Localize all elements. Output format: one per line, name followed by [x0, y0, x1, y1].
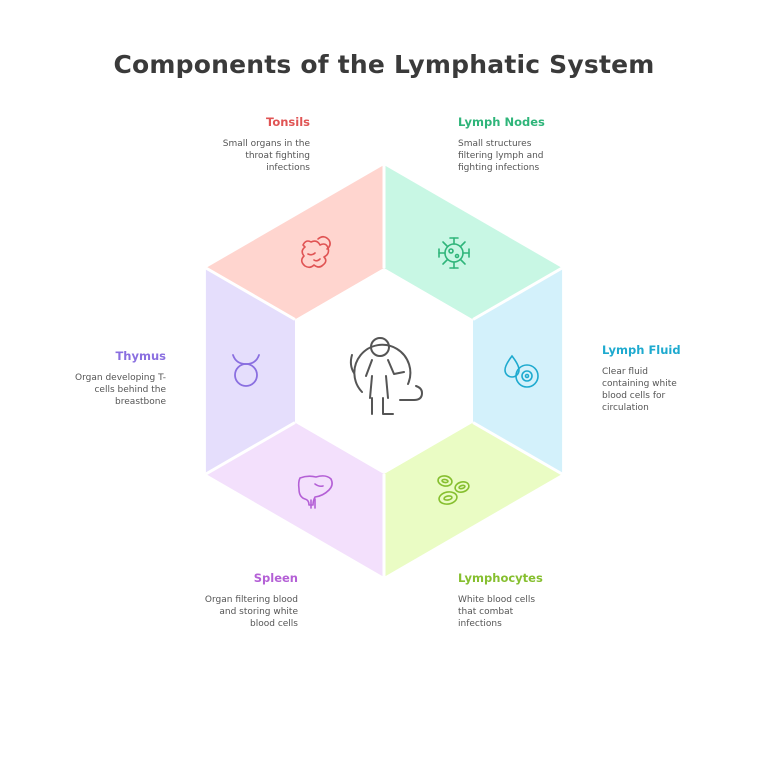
- desc-line: Clear fluid: [602, 367, 648, 377]
- desc-line: and storing white: [219, 607, 298, 617]
- thymus-description: Organ developing T- cells behind the bre…: [46, 372, 166, 408]
- segment-thymus: [205, 268, 295, 474]
- lymph-fluid-description: Clear fluid containing white blood cells…: [602, 366, 722, 414]
- desc-line: fighting infections: [458, 163, 540, 173]
- lymphocytes-title: Lymphocytes: [458, 571, 543, 585]
- segment-spleen: [205, 422, 384, 577]
- segment-tonsils: [205, 165, 384, 320]
- tonsils-title: Tonsils: [266, 115, 310, 129]
- tonsils-description: Small organs in the throat fighting infe…: [170, 138, 310, 174]
- segment-lymph-nodes: [384, 165, 563, 320]
- label-lymphocytes: Lymphocytes White blood cells that comba…: [458, 571, 598, 630]
- desc-line: cells behind the: [94, 385, 166, 395]
- desc-line: Organ filtering blood: [204, 595, 298, 605]
- desc-line: containing white: [602, 379, 677, 389]
- blood-cells-icon: [437, 475, 470, 505]
- desc-line: blood cells: [250, 619, 298, 629]
- spleen-description: Organ filtering blood and storing white …: [158, 594, 298, 630]
- thymus-title: Thymus: [115, 349, 166, 363]
- desc-line: circulation: [602, 403, 649, 413]
- lymph-nodes-description: Small structures filtering lymph and fig…: [458, 138, 598, 174]
- lymph-fluid-title: Lymph Fluid: [602, 343, 681, 357]
- desc-line: White blood cells: [458, 595, 536, 605]
- desc-line: infections: [458, 619, 502, 629]
- segment-dividers: [205, 165, 563, 577]
- segment-lymphocytes: [384, 422, 563, 577]
- fluid-drop-cell-icon: [504, 354, 539, 388]
- label-tonsils: Tonsils Small organs in the throat fight…: [170, 115, 310, 174]
- label-lymph-fluid: Lymph Fluid Clear fluid containing white…: [602, 343, 722, 414]
- spleen-organ-icon: [297, 475, 333, 509]
- desc-line: filtering lymph and: [458, 151, 544, 161]
- tonsils-icon: [300, 235, 331, 269]
- thymus-taurus-icon: [232, 354, 260, 387]
- page-title: Components of the Lymphatic System: [113, 50, 655, 79]
- desc-line: infections: [266, 163, 310, 173]
- label-lymph-nodes: Lymph Nodes Small structures filtering l…: [458, 115, 598, 174]
- desc-line: throat fighting: [245, 151, 310, 161]
- desc-line: Small organs in the: [222, 139, 310, 149]
- spleen-title: Spleen: [253, 571, 298, 585]
- lymph-node-cell-icon: [438, 237, 470, 269]
- desc-line: breastbone: [115, 397, 166, 407]
- person-self-care-icon: [349, 337, 423, 415]
- desc-line: that combat: [458, 607, 514, 617]
- desc-line: Small structures: [458, 139, 532, 149]
- label-thymus: Thymus Organ developing T- cells behind …: [46, 349, 166, 408]
- lymphocytes-description: White blood cells that combat infections: [458, 594, 598, 630]
- desc-line: blood cells for: [602, 391, 666, 401]
- center-hexagon: [295, 268, 473, 474]
- label-spleen: Spleen Organ filtering blood and storing…: [158, 571, 298, 630]
- desc-line: Organ developing T-: [75, 373, 166, 383]
- lymph-nodes-title: Lymph Nodes: [458, 115, 545, 129]
